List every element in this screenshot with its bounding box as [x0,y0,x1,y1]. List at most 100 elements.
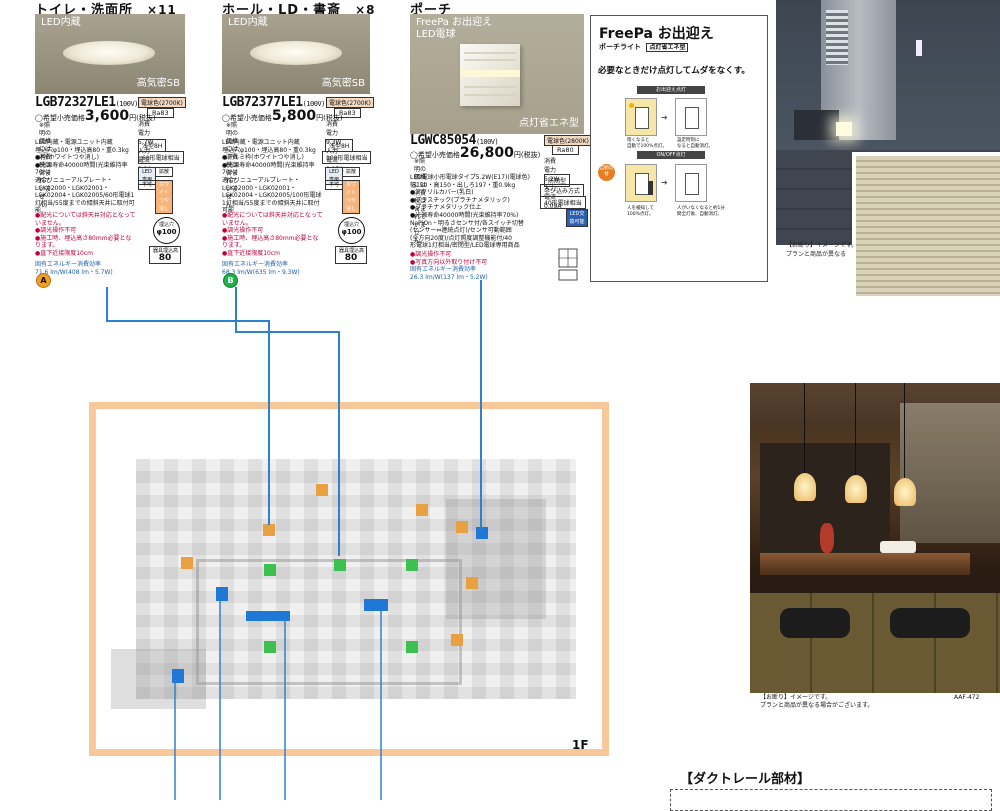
photo-tag-2: 点灯省エネ型 [519,118,579,129]
count-label: ×11 [147,3,177,17]
photo-tag-2: 高気密SB [136,78,180,89]
porch-light-closeup [852,152,1000,300]
equivalent-box: 60形電球相当 [138,151,184,164]
leader-line-bottom [219,600,221,800]
caption-dark-on: 暗くなると 自動で100%点灯。 [627,138,667,149]
interior-photo [750,383,1000,693]
illustration-dark-on [625,98,657,136]
dimming-badge: 不可 [138,180,156,190]
intercom [916,40,922,56]
model-number: LGWC85054(100V) [410,133,499,148]
low-table [760,553,970,575]
leader-line-a [268,320,270,525]
energy-efficiency: 固有エネルギー消費効率 71.6 lm/W(408 lm・5.7W) [35,261,113,276]
section-evening: お出迎え点灯 [637,86,705,94]
leader-line-a [106,320,270,322]
diffuse-badge: 拡散 [155,167,173,177]
marker-badge-b: B [223,273,238,288]
photo-tag: LED内蔵 [228,17,268,28]
light-marker-blue [364,599,388,611]
leader-line-porch [480,280,482,530]
light-marker-b [264,641,276,653]
energy-efficiency: 固有エネルギー消費効率 26.3 lm/W(137 lm・5.2W) [410,266,488,281]
pixelated-plan [136,459,576,699]
light-marker-a [416,504,428,516]
duct-rail-title: 【ダクトレール部材】 [680,772,811,787]
depth-box: 器具埋込高 80 [149,246,181,264]
freepa-panel: FreePa お出迎え ポーチライト 点灯省エネ型 必要なときだけ点灯してムダを… [590,15,768,282]
price: ◯希望小売価格3,600円(税抜) [35,108,156,124]
pendant-lamp-2 [845,475,867,503]
caution-notes: ●配光については斜天井対応となっていません。 ●調光操作不可 ●施工時、埋込高さ… [222,212,323,257]
light-marker-b [264,564,276,576]
light-marker-blue [246,611,290,621]
finish-badge: ホワイトつや消し [155,180,173,214]
ra-badge: Ra83 [147,108,174,118]
hole-size-circle: 埋込穴 φ100 [153,217,180,244]
mailbox [794,110,839,140]
plan-room-outline [196,559,462,685]
price-note: ※照明の価格には消費税は 含まれていません。 [226,122,239,209]
diffuse-badge: 拡散 [342,167,360,177]
light-marker-b [406,559,418,571]
downlight-image [250,41,342,65]
product-photo: LED内蔵 高気密SB [35,14,185,94]
light-marker-a [263,524,275,536]
energy-efficiency: 固有エネルギー消費効率 68.3 lm/W(635 lm・9.3W) [222,261,300,276]
floor-label: 1F [572,738,589,752]
color-temp-badge: 電球色(2700K) [326,97,374,108]
product-photo: FreePa お出迎え LED電球 点灯省エネ型 [410,14,584,134]
price: ◯希望小売価格5,800円(税抜) [222,108,343,124]
led-replace-badge: LED交換可能 [566,209,588,227]
price-note: ※照明の価格には消費税は 含まれていません。 [39,122,52,209]
cushion-2 [890,608,970,638]
shoji-window [900,403,1000,543]
light-marker-blue [216,587,228,601]
downlight-image [63,41,155,65]
photo-tag: LED内蔵 [41,17,81,28]
light-marker-a [181,557,193,569]
plan-room-right [446,499,546,619]
illustration-time-off [675,98,707,136]
auto-switch-badge: 自動切替 [598,164,615,181]
rainproof-box: 防雨型 [544,174,571,187]
hole-size-circle: 埋込穴 φ100 [338,217,365,244]
caption-person-off: 人がいなくなると約1分 間全灯後、自動消灯。 [677,206,725,217]
product-photo: LED内蔵 高気密SB [222,14,370,94]
pendant-lamp-3 [894,478,916,506]
caption-time-off: 設定時刻に なると自動消灯。 [677,138,713,149]
leader-line-b [235,287,237,332]
light-marker-b [406,641,418,653]
caution-notes: ●調光操作不可 ●写真方向以外取り付け不可 [410,251,488,266]
floor-plan [89,402,609,756]
spec-text: LED電球小形電球タイプ5.2W(E17)(電球色) 幅150・高150・出しろ… [410,174,531,250]
window-slats [826,10,848,65]
light-marker-blue [172,669,184,683]
count-label: ×8 [355,3,376,17]
light-marker-a [466,577,478,589]
light-marker-a [451,634,463,646]
equivalent-box: 40形電球相当 [540,196,586,209]
dimension-diagram [558,248,578,281]
illustration-person-off [675,164,707,202]
leader-line-a [106,287,108,321]
freepa-headline: 必要なときだけ点灯してムダをなくす。 [598,66,750,76]
dimming-badge: 不可 [325,180,343,190]
leader-line-b [338,331,340,556]
flower-arrangement [820,523,834,553]
ra-badge: Ra80 [552,145,579,155]
photo-tag-2: 高気密SB [321,78,365,89]
spec-text: LED内蔵・電源ユニット内蔵 埋込穴φ100・埋込高80・重0.3kg ●枠(ホ… [35,139,135,215]
porch-light-image [460,44,520,106]
leader-line-b [235,331,339,333]
tea-set [880,541,916,553]
price: ◯希望小売価格26,800円(税抜) [410,145,541,161]
light-marker-a [316,484,328,496]
plan-room-left [111,649,206,709]
equivalent-box: 100形電球相当 [322,151,372,164]
arrow-icon-2: ➜ [661,178,668,187]
leader-line-bottom [174,680,176,800]
light-marker-b [334,559,346,571]
light-marker-a [456,521,468,533]
spec-text: LED内蔵・電源ユニット内蔵 埋込穴φ100・埋込高80・重0.3kg ●アルミ… [222,139,322,215]
